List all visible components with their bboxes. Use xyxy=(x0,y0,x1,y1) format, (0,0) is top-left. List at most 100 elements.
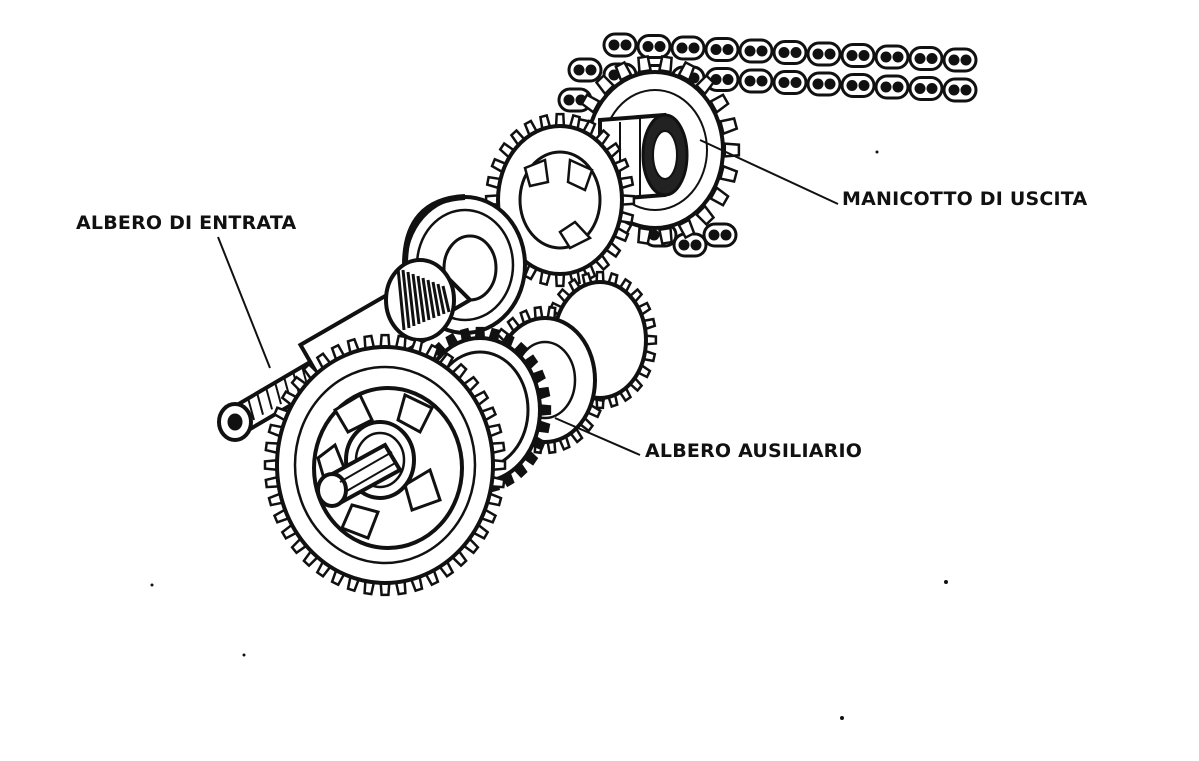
gear-spline xyxy=(431,281,441,317)
chain-pin xyxy=(948,84,960,96)
chain-link xyxy=(772,40,808,65)
chain-link xyxy=(636,34,672,59)
gear-spline xyxy=(426,279,436,319)
gear-tooth xyxy=(522,354,539,371)
shaft-spline xyxy=(247,397,255,421)
gear-tooth xyxy=(500,332,515,350)
chain-pin xyxy=(960,54,972,66)
input-shaft-label: ALBERO DI ENTRATA xyxy=(76,212,297,234)
gear-spline xyxy=(441,285,451,313)
chain-pin xyxy=(778,47,790,58)
chain-link xyxy=(806,41,842,67)
chain-pin xyxy=(654,41,666,52)
chain-pin xyxy=(688,42,700,54)
shaft-spline xyxy=(256,392,264,415)
chain-link xyxy=(806,71,842,97)
sprocket-tooth xyxy=(637,54,653,74)
chain-pin xyxy=(914,83,926,94)
chain-pin xyxy=(846,80,858,91)
chain-pin xyxy=(676,42,688,54)
gear-spline xyxy=(411,273,421,325)
chain-link xyxy=(874,44,910,70)
chain-pin xyxy=(926,83,938,94)
chain-pin xyxy=(722,44,734,55)
chain-link xyxy=(942,77,978,103)
chain-pin xyxy=(880,51,892,63)
chain-pin xyxy=(892,51,904,63)
paper-specks xyxy=(150,150,948,720)
chain-pin xyxy=(948,54,960,66)
gear-tooth xyxy=(474,326,486,340)
gear-tooth xyxy=(512,461,528,479)
chain-pin xyxy=(585,64,597,76)
gear-spline xyxy=(396,267,406,331)
chain-link xyxy=(670,35,706,61)
aux-shaft-large-gear xyxy=(263,333,507,597)
gear-tooth xyxy=(488,327,501,343)
chain-pin xyxy=(960,84,972,96)
chain-link xyxy=(874,74,910,100)
shaft-spline xyxy=(274,381,282,405)
chain-pin xyxy=(778,77,790,88)
main-shaft-gear-upper xyxy=(484,112,636,288)
auxiliary-shaft-label: ALBERO AUSILIARIO xyxy=(645,440,863,462)
leader-aux-shaft xyxy=(554,417,641,456)
gear-spline xyxy=(416,275,426,323)
gear-spline xyxy=(421,277,431,321)
chain-pin xyxy=(880,81,892,93)
chain-link xyxy=(942,47,978,73)
chain-pin xyxy=(892,81,904,93)
chain-pin xyxy=(926,53,938,64)
chain-pin xyxy=(790,47,802,58)
gear-tooth xyxy=(530,369,546,385)
shaft-spline xyxy=(265,387,273,410)
chain-pin xyxy=(620,39,632,51)
gear-tooth xyxy=(445,332,460,350)
chain-pin xyxy=(756,75,768,87)
chain-pin xyxy=(720,229,732,241)
gear-tooth xyxy=(538,404,552,416)
chain-link xyxy=(704,37,740,62)
chain-pin xyxy=(824,78,836,90)
gear-spline xyxy=(436,283,446,315)
input-gear-cluster xyxy=(384,258,456,342)
chain-pin xyxy=(642,41,654,52)
chain-pin xyxy=(563,94,575,106)
chain-pin xyxy=(858,50,870,61)
leader-input-shaft xyxy=(217,236,271,369)
gear-tooth xyxy=(522,449,539,466)
leader-lines xyxy=(217,139,839,456)
sprocket-tooth xyxy=(637,226,653,246)
sprocket-tooth xyxy=(657,226,673,246)
chain-pin xyxy=(812,48,824,60)
chain-link xyxy=(908,76,944,101)
output-sleeve-label: MANICOTTO DI USCITA xyxy=(842,188,1088,210)
chain-pin xyxy=(756,45,768,57)
chain-pin xyxy=(790,77,802,88)
chain-link xyxy=(908,46,944,71)
chain-pin xyxy=(846,50,858,61)
chain-pin xyxy=(708,229,720,241)
chain-pin xyxy=(608,39,620,51)
chain-pin xyxy=(824,48,836,60)
chain-link xyxy=(567,57,603,83)
chain-pin xyxy=(744,45,756,57)
chain-pin xyxy=(690,239,702,251)
leader-output-sleeve xyxy=(699,139,839,205)
chain-link xyxy=(840,43,876,68)
chain-pin xyxy=(744,75,756,87)
sprocket-tooth xyxy=(657,54,673,74)
chain-link xyxy=(602,32,638,58)
chain-link xyxy=(738,38,774,64)
chain-pin xyxy=(722,74,734,85)
chain-pin xyxy=(573,64,585,76)
gear-spline xyxy=(401,269,411,329)
chain-pin xyxy=(914,53,926,64)
gear-tooth xyxy=(512,341,528,359)
aux-shaft-stub xyxy=(316,442,403,508)
chain-link xyxy=(772,70,808,95)
chain-pin xyxy=(858,80,870,91)
gear-tooth xyxy=(459,327,472,343)
chain-link xyxy=(840,73,876,98)
